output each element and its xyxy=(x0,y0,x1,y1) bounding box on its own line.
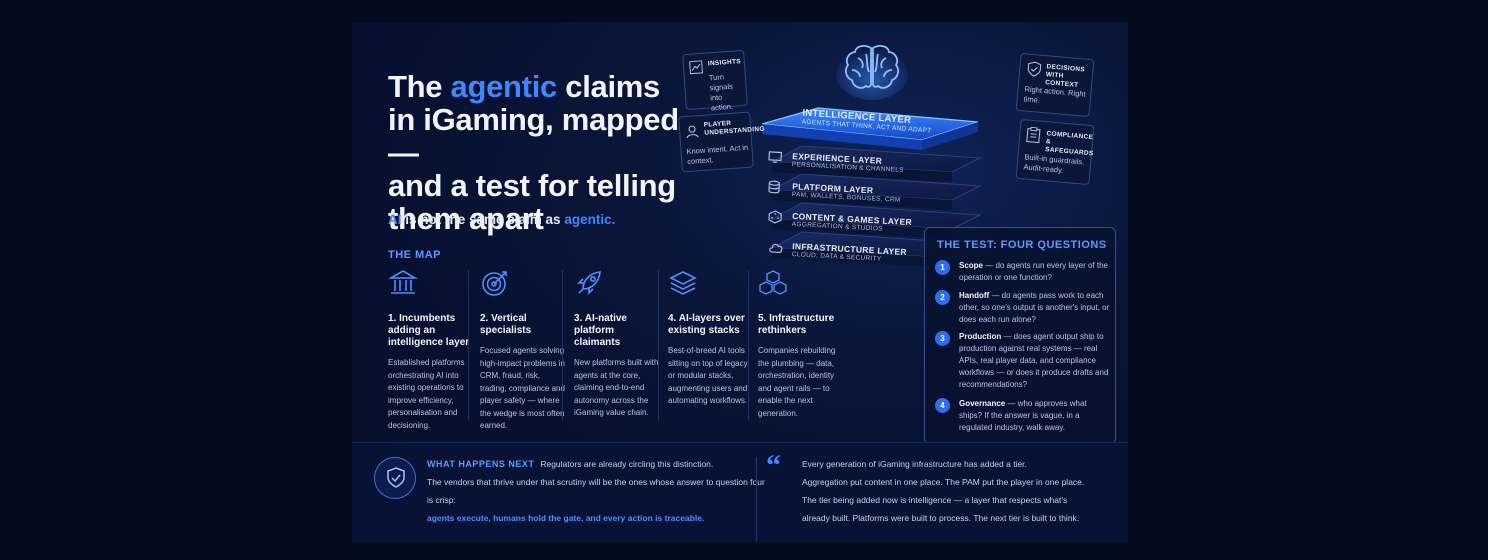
institution-icon xyxy=(388,270,418,294)
question-term: Scope xyxy=(959,261,984,270)
question-text: — does agent output ship to production a… xyxy=(959,332,1109,389)
map-column-body: Best-of-breed AI tools sitting on top of… xyxy=(668,346,748,405)
question-term: Production xyxy=(959,332,1002,341)
question-number: 4 xyxy=(935,398,950,413)
infrastructure-layer: INFRASTRUCTURE LAYER CLOUD, DATA & SECUR… xyxy=(769,241,907,264)
dice-icon xyxy=(768,210,783,230)
platform-layer: PLATFORM LAYER PAM, WALLETS, BONUSES, CR… xyxy=(768,180,902,204)
map-column-infrastructure: 5. Infrastructure rethinkers Companies r… xyxy=(758,268,846,420)
subtitle: AI is not the same claim as agentic. xyxy=(388,212,616,227)
target-icon xyxy=(482,271,507,296)
checklist-icon xyxy=(1025,126,1041,148)
divider xyxy=(756,457,757,541)
map-column-body: Companies rebuilding the plumbing — data… xyxy=(758,346,836,418)
player-understanding-box: PLAYER UNDERSTANDING Know intent. Act in… xyxy=(678,111,765,173)
question-text: — do agents run every layer of the opera… xyxy=(959,261,1108,282)
map-label: THE MAP xyxy=(388,249,441,261)
infographic-card: The agentic claims in iGaming, mapped — … xyxy=(352,22,1128,542)
question-4: 4 Governance — who approves what ships? … xyxy=(935,398,1110,434)
insights-box: INSIGHTS Turn signals into action. xyxy=(682,49,748,112)
question-number: 1 xyxy=(935,260,950,275)
monitor-icon xyxy=(768,150,783,169)
map-column-body: Established platforms orchestrating AI i… xyxy=(388,358,465,430)
question-term: Handoff xyxy=(959,291,990,300)
map-column-vertical: 2. Vertical specialists Focused agents s… xyxy=(480,268,568,433)
map-column-body: New platforms built with agents at the c… xyxy=(574,358,659,417)
experience-layer: EXPERIENCE LAYER PERSONALISATION & CHANN… xyxy=(768,151,905,174)
rocket-icon xyxy=(577,271,601,295)
shield-check-icon xyxy=(1025,60,1043,82)
cubes-icon xyxy=(759,270,787,295)
test-panel: THE TEST: FOUR QUESTIONS 1 Scope — do ag… xyxy=(924,227,1116,445)
quote-mark: “ xyxy=(766,449,781,482)
database-icon xyxy=(768,180,781,200)
shield-check-icon xyxy=(387,467,405,488)
map-column-heading: 1. Incumbents adding an intelligence lay… xyxy=(388,313,470,348)
test-label: THE TEST: FOUR QUESTIONS xyxy=(937,239,1107,251)
question-3: 3 Production — does agent output ship to… xyxy=(935,331,1110,391)
question-number: 2 xyxy=(935,290,950,305)
page-title: The agentic claims in iGaming, mapped — … xyxy=(388,69,679,236)
layer-stack-graphic xyxy=(761,107,982,268)
map-column-ai-layers: 4. AI-layers over existing stacks Best-o… xyxy=(668,268,756,408)
map-column-heading: 5. Infrastructure rethinkers xyxy=(758,313,835,336)
cloud-icon xyxy=(768,240,785,259)
brain-icon xyxy=(836,45,908,100)
map-column-heading: 4. AI-layers over existing stacks xyxy=(668,313,745,336)
layers-icon xyxy=(669,271,697,295)
divider xyxy=(658,270,659,420)
question-text: — who approves what ships? If the answer… xyxy=(959,399,1087,432)
map-column-ai-native: 3. AI-native platform claimants New plat… xyxy=(574,268,662,420)
question-text: — do agents pass work to each other, so … xyxy=(959,291,1110,324)
stack-slabs xyxy=(761,107,982,268)
question-2: 2 Handoff — do agents pass work to each … xyxy=(935,290,1110,326)
compliance-box: COMPLIANCE & SAFEGUARDS Built-in guardra… xyxy=(1015,118,1095,186)
question-1: 1 Scope — do agents run every layer of t… xyxy=(935,260,1110,284)
content-games-layer: CONTENT & GAMES LAYER AGGREGATION & STUD… xyxy=(768,210,912,234)
divider xyxy=(748,270,749,420)
map-column-incumbents: 1. Incumbents adding an intelligence lay… xyxy=(388,268,476,432)
user-icon xyxy=(685,124,700,144)
map-column-heading: 2. Vertical specialists xyxy=(480,313,532,336)
chart-icon xyxy=(689,60,704,80)
quote-text: Every generation of iGaming infrastructu… xyxy=(802,459,1085,523)
question-term: Governance xyxy=(959,399,1006,408)
decisions-box: DECISIONS WITH CONTEXT Right action. Rig… xyxy=(1015,52,1095,118)
map-column-body: Focused agents solving high-impact probl… xyxy=(480,346,565,430)
question-number: 3 xyxy=(935,331,950,346)
map-column-heading: 3. AI-native platform claimants xyxy=(574,313,627,348)
divider xyxy=(468,270,469,420)
shield-badge xyxy=(374,457,416,499)
what-next-label: WHAT HAPPENS NEXT xyxy=(427,459,535,469)
divider xyxy=(562,270,563,420)
